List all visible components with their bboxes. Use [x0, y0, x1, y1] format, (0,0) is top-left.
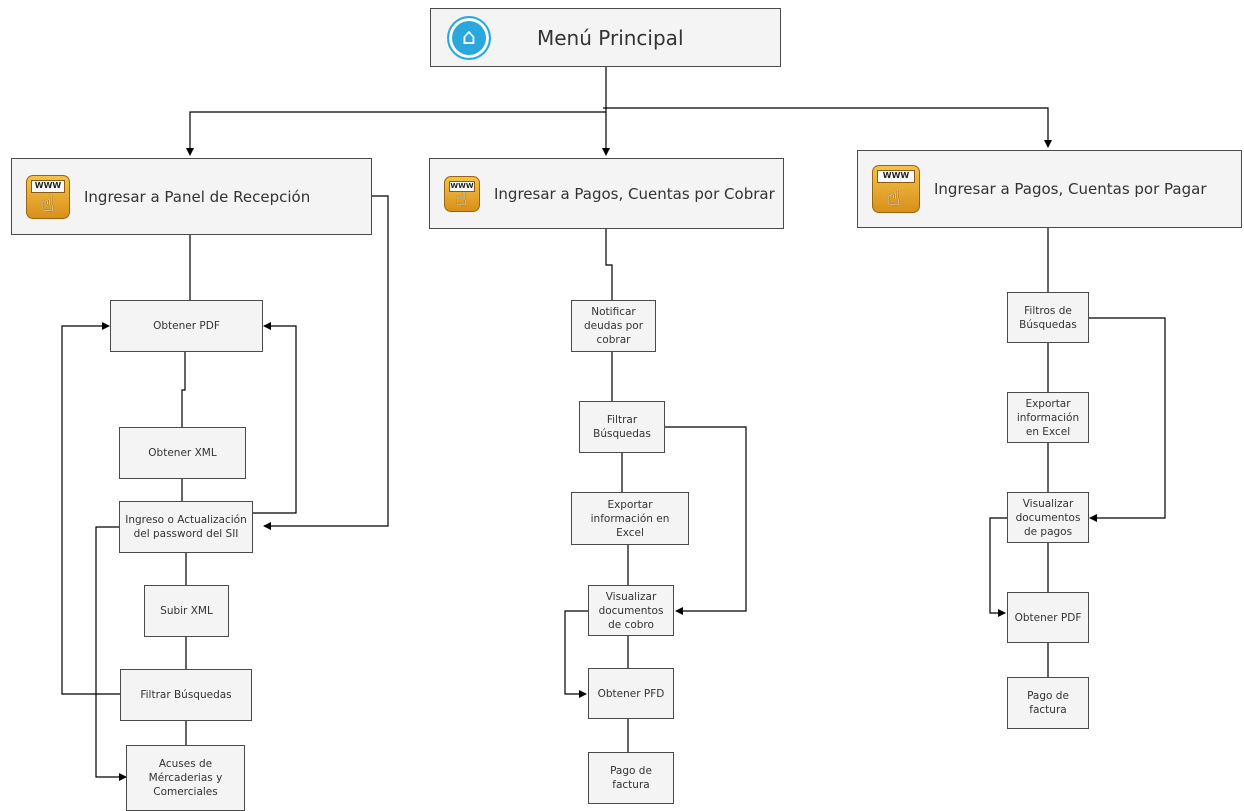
- cobrar-notificar-node: Notificar deudas por cobrar: [571, 300, 656, 352]
- recepcion-panel-node: WWW☝ Ingresar a Panel de Recepción: [11, 158, 372, 235]
- cuentas-pagar-node: WWW☝ Ingresar a Pagos, Cuentas por Pagar: [857, 150, 1242, 228]
- recepcion-password-sii-node: Ingreso o Actualización del password del…: [119, 501, 253, 553]
- main-menu-node: ⌂ Menú Principal: [430, 8, 781, 67]
- recepcion-panel-label: Ingresar a Panel de Recepción: [84, 187, 311, 206]
- pagar-visualizar-node: Visualizar documentos de pagos: [1007, 492, 1089, 543]
- recepcion-filtrar-busquedas-node: Filtrar Búsquedas: [120, 669, 252, 721]
- recepcion-obtener-xml-node: Obtener XML: [119, 427, 246, 479]
- cuentas-cobrar-node: WWW☝ Ingresar a Pagos, Cuentas por Cobra…: [429, 158, 784, 229]
- cobrar-visualizar-node: Visualizar documentos de cobro: [588, 585, 674, 636]
- home-icon: ⌂: [447, 15, 491, 60]
- cobrar-filtrar-node: Filtrar Búsquedas: [579, 401, 665, 453]
- pagar-pago-factura-node: Pago de factura: [1007, 677, 1089, 729]
- www-click-icon: WWW☝: [444, 175, 480, 212]
- www-click-icon: WWW☝: [872, 165, 920, 213]
- connector-menu-to-recepcion: [186, 111, 606, 156]
- connector-menu-to-pagar: [603, 107, 1052, 148]
- recepcion-subir-xml-node: Subir XML: [144, 585, 229, 637]
- connector-recepcion-side: [263, 195, 389, 530]
- pagar-filtros-node: Filtros de Búsquedas: [1007, 292, 1089, 343]
- pagar-exportar-excel-node: Exportar información en Excel: [1007, 392, 1089, 443]
- connector-password-to-pdf: [252, 322, 297, 514]
- connector-password-to-acuses: [95, 526, 127, 781]
- connector-visualizar-to-pdf-side-p: [989, 517, 1007, 617]
- connector-filtros-to-visualizar: [1088, 317, 1166, 522]
- cuentas-cobrar-label: Ingresar a Pagos, Cuentas por Cobrar: [494, 184, 775, 203]
- pagar-obtener-pdf-node: Obtener PDF: [1007, 592, 1089, 643]
- cuentas-pagar-label: Ingresar a Pagos, Cuentas por Pagar: [934, 180, 1207, 198]
- connector-cobrar-to-notificar: [605, 228, 613, 300]
- cobrar-exportar-excel-node: Exportar información en Excel: [571, 492, 689, 545]
- connector-visualizar-to-pfd-side: [564, 610, 588, 698]
- main-menu-label: Menú Principal: [537, 25, 684, 50]
- connector-filtrar-to-visualizar: [664, 426, 747, 615]
- cobrar-pago-factura-node: Pago de factura: [588, 752, 674, 804]
- www-click-icon: WWW☝: [26, 174, 70, 219]
- recepcion-acuses-node: Acuses de Mércaderias y Comerciales: [126, 745, 245, 811]
- connector-filtrar-to-pdf: [61, 322, 120, 695]
- recepcion-obtener-pdf-node: Obtener PDF: [110, 300, 263, 352]
- cobrar-obtener-pfd-node: Obtener PFD: [588, 668, 674, 719]
- connector-pdf-to-xml: [181, 352, 186, 427]
